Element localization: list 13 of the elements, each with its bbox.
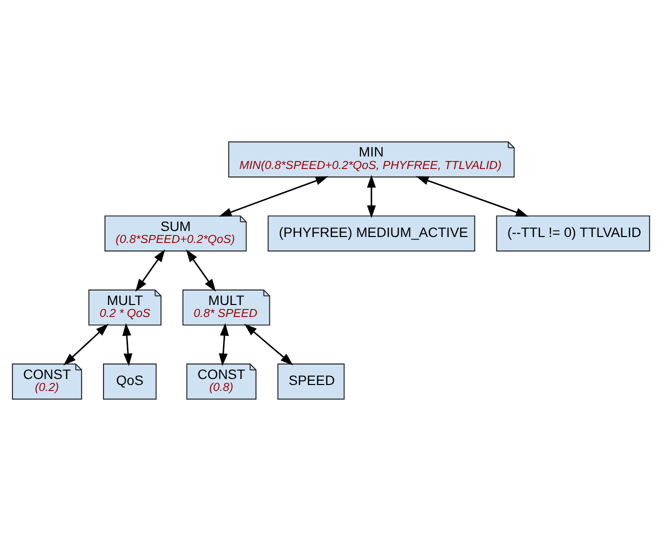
node-box: (--TTL != 0) TTLVALID — [496, 215, 650, 252]
arrow — [218, 323, 229, 366]
arrow — [122, 323, 132, 366]
node-box: (PHYFREE) MEDIUM_ACTIVE — [268, 215, 476, 252]
arrow — [218, 176, 328, 217]
arrow — [416, 176, 529, 217]
node-box: QoS — [103, 364, 157, 400]
arrow — [63, 324, 108, 366]
arrow — [135, 249, 166, 292]
arrow — [244, 324, 294, 366]
node-box: SPEED — [277, 364, 345, 400]
arrow — [367, 174, 376, 218]
arrow — [186, 249, 216, 292]
